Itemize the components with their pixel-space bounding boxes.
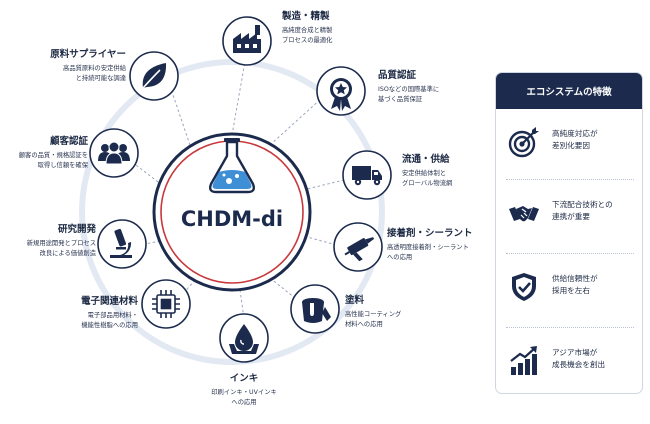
node-desc-line: 顧客の品質・規格認証を (18, 151, 88, 159)
label-paint: 塗料 高性能コーティング 材料への応用 (345, 295, 401, 329)
node-desc-line: 高純度合成と精製 (282, 26, 333, 34)
features-panel: エコシステムの特徴 高純度対応が 差別化要因 下流配合技術との 連携が重要 供給… (495, 72, 643, 394)
node-desc-line: 高品質原料の安定供給 (63, 64, 126, 72)
target-icon (508, 127, 539, 158)
feature-text: 供給信頼性が 採用を左右 (552, 274, 598, 296)
node-desc-line: 材料への応用 (345, 320, 383, 328)
feature-item: 下流配合技術との 連携が重要 (496, 185, 644, 243)
connector-supplier (171, 91, 191, 146)
feature-text: 下流配合技術との 連携が重要 (552, 200, 613, 222)
award-badge-icon (330, 78, 352, 111)
node-title: 原料サプライヤー (50, 49, 126, 60)
node-title: 製造・精製 (282, 11, 330, 22)
node-desc-line: への応用 (387, 253, 413, 261)
label-mfg: 製造・精製 高純度合成と精製 プロセスの最適化 (282, 11, 332, 45)
handshake-icon (509, 206, 539, 222)
microchip-icon (152, 290, 180, 318)
leaf-icon (142, 63, 167, 89)
feature-item: アジア市場が 成長機会を創出 (496, 333, 644, 391)
node-title: インキ (229, 373, 259, 384)
node-desc-line: 安定供給体制と (402, 169, 447, 177)
label-rnd: 研究開発 新規用途開発とプロセス 改良による価値創造 (2, 224, 96, 258)
node-desc-line: 電子部品用材料・ (87, 311, 138, 319)
connector-customer (131, 161, 163, 186)
feature-item: 供給信頼性が 採用を左右 (496, 259, 644, 317)
node-desc-line: 基づく品質保証 (378, 95, 423, 103)
divider (506, 179, 634, 180)
microscope-icon (110, 228, 132, 258)
node-circles (89, 16, 392, 363)
node-desc-line: 新規用途開発とプロセス (26, 239, 96, 247)
node-title: 顧客認証 (49, 136, 88, 147)
node-adhesive (333, 222, 383, 272)
feature-text: アジア市場が 成長機会を創出 (552, 348, 606, 370)
growth-chart-icon (510, 346, 537, 375)
truck-icon (352, 166, 382, 186)
node-quality (316, 66, 366, 116)
node-desc-line: 改良による価値創造 (39, 249, 96, 257)
feature-text: 高純度対応が 差別化要因 (552, 129, 598, 151)
node-title: 電子関連材料 (80, 296, 138, 307)
node-mfg (222, 16, 272, 66)
node-title: 品質認証 (378, 70, 417, 81)
label-adhesive: 接着剤・シーラント 高透明度接着剤・シーラント への応用 (387, 228, 473, 262)
center-hub: CHDM-di (152, 132, 312, 292)
shield-check-icon (512, 273, 536, 301)
node-desc-line: 高透明度接着剤・シーラント (387, 243, 469, 251)
flask-icon (208, 138, 256, 194)
node-supplier (129, 51, 179, 101)
node-paint (290, 284, 340, 334)
people-group-icon (98, 141, 130, 165)
node-logistics (342, 150, 392, 200)
connector-quality (269, 96, 324, 146)
node-desc-line: 機能性樹脂への応用 (81, 321, 138, 329)
label-logistics: 流通・供給 安定供給体制と グローバル物流網 (402, 154, 452, 188)
node-title: 流通・供給 (402, 154, 450, 165)
node-electronics (141, 279, 191, 329)
node-desc-line: 印刷インキ・UVインキ (211, 388, 277, 396)
node-desc-line: と持続可能な調達 (75, 74, 126, 82)
node-desc-line: 取得し信頼を確保 (37, 161, 88, 169)
node-ink (219, 313, 269, 363)
factory-icon (233, 25, 261, 53)
label-ink: インキ 印刷インキ・UVインキ への応用 (184, 373, 304, 407)
label-quality: 品質認証 ISOなどの国際基準に 基づく品質保証 (378, 70, 439, 104)
node-desc-line: グローバル物流網 (402, 179, 453, 187)
label-customer: 顧客認証 顧客の品質・規格認証を 取得し信頼を確保 (2, 136, 88, 170)
node-desc-line: への応用 (231, 398, 257, 406)
ink-drop-icon (229, 324, 259, 354)
divider (506, 253, 634, 254)
node-desc-line: プロセスの最適化 (282, 36, 333, 44)
node-rnd (97, 219, 147, 269)
panel-title: エコシステムの特徴 (496, 73, 642, 109)
caulk-gun-icon (344, 237, 375, 262)
node-desc-line: ISOなどの国際基準に (378, 85, 440, 93)
node-customer (89, 128, 139, 178)
label-supplier: 原料サプライヤー 高品質原料の安定供給 と持続可能な調達 (2, 49, 126, 83)
node-title: 研究開発 (57, 224, 96, 235)
background-ring (79, 59, 385, 365)
node-desc-line: 高性能コーティング (345, 310, 402, 318)
feature-item: 高純度対応が 差別化要因 (496, 114, 644, 172)
label-electronics: 電子関連材料 電子部品用材料・ 機能性樹脂への応用 (6, 296, 138, 330)
node-title: 接着剤・シーラント (387, 228, 473, 239)
center-title: CHDM-di (181, 207, 283, 231)
paint-bucket-icon (302, 298, 331, 323)
divider (506, 327, 634, 328)
node-title: 塗料 (345, 295, 365, 306)
